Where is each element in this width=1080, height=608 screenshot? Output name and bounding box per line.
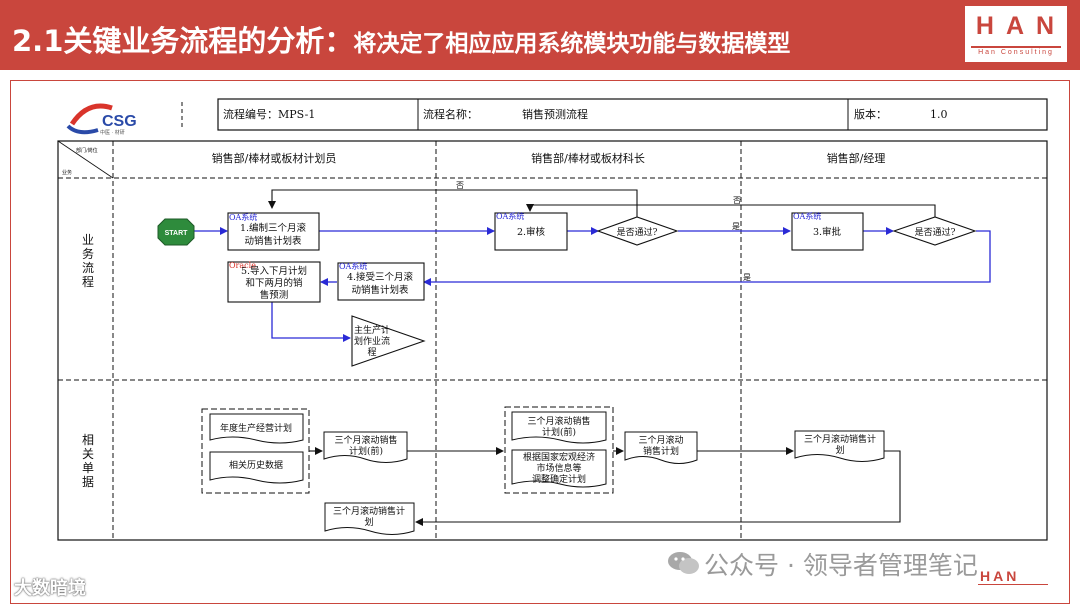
slide-frame bbox=[10, 80, 1070, 604]
lane-header-manager: 销售部/经理 bbox=[827, 151, 886, 165]
process-name-value: 销售预测流程 bbox=[522, 107, 588, 121]
meta-table: 流程编号：MPS-1 流程名称： 销售预测流程 版本： 1.0 bbox=[217, 98, 1048, 131]
corner-label-bottom: 业务 bbox=[62, 169, 72, 176]
title-bar: 2.1关键业务流程的分析：将决定了相应应用系统模块功能与数据模型 HAN Han… bbox=[0, 0, 1080, 70]
wechat-icon bbox=[668, 552, 699, 574]
label-no-1: 否 bbox=[456, 181, 464, 190]
slide-title-main: 2.1关键业务流程的分析： bbox=[12, 24, 354, 58]
label-yes-1: 是 bbox=[732, 222, 740, 231]
reject-connectors bbox=[268, 189, 936, 217]
doc-plan-return-line-2: 划 bbox=[364, 516, 373, 528]
row-header-business-char: 程 bbox=[82, 274, 94, 289]
doc-plan-return-line-1: 三个月滚动销售计 bbox=[333, 505, 405, 517]
step-5-line-3: 售预测 bbox=[260, 289, 289, 301]
version-label: 版本： bbox=[854, 107, 887, 121]
row-header-documents-char: 单 bbox=[82, 461, 94, 475]
step-3-system-tag: OA系统 bbox=[793, 211, 821, 221]
csg-logo-sub: 中医 · 材研 bbox=[100, 129, 125, 136]
decision-2-label: 是否通过? bbox=[915, 226, 956, 238]
row-header-documents-char: 关 bbox=[82, 447, 94, 461]
step-2-system-tag: OA系统 bbox=[496, 211, 524, 221]
row-header-business-char: 流 bbox=[82, 261, 94, 275]
doc-plan-pre-line-1: 三个月滚动销售 bbox=[527, 415, 590, 427]
doc-plan-final-line-2: 划 bbox=[835, 444, 844, 456]
step-5-oracle-tag: Oracle bbox=[229, 261, 256, 270]
start-node: START bbox=[157, 218, 195, 246]
step-1-node: OA系统 1.编制三个月滚 动销售计划表 bbox=[227, 212, 320, 251]
decision-1-label: 是否通过? bbox=[617, 226, 658, 238]
row-header-documents-char: 相 bbox=[82, 433, 94, 447]
row-header-business-char: 务 bbox=[82, 246, 94, 261]
csg-logo-text: CSG bbox=[102, 113, 137, 130]
document-connectors bbox=[309, 447, 901, 526]
step-3-label: 3.审批 bbox=[813, 226, 842, 238]
doc-plan-draft-line-1: 三个月滚动销售 bbox=[334, 434, 397, 446]
off-page-line-3: 程 bbox=[367, 347, 376, 358]
step-1-line-2: 动销售计划表 bbox=[244, 235, 302, 247]
flow-connectors bbox=[194, 227, 991, 342]
swimlane-grid: 部门/岗位 业务 bbox=[57, 140, 1048, 541]
doc-plan-final: 三个月滚动销售计 划 bbox=[794, 430, 885, 462]
csg-logo: CSG 中医 · 材研 bbox=[66, 102, 183, 136]
off-page-connector: 主生产计 划作业流 程 bbox=[351, 315, 426, 367]
step-4-line-2: 动销售计划表 bbox=[351, 284, 409, 296]
watermark-text: 公众号 · 领导者管理笔记 bbox=[704, 551, 978, 580]
doc-plan-return: 三个月滚动销售计 划 bbox=[324, 502, 415, 535]
decision-2-node: 是否通过? bbox=[892, 216, 977, 246]
step-1-line-1: 1.编制三个月滚 bbox=[240, 222, 307, 234]
document-group-2: 三个月滚动销售 计划(前) 根据国家宏观经济 市场信息等 调整确定计划 bbox=[504, 406, 614, 494]
han-logo-text: HAN bbox=[975, 12, 1067, 40]
row-header-documents-char: 据 bbox=[82, 475, 94, 489]
label-no-2: 否 bbox=[733, 196, 741, 205]
doc-adjust-line-1: 根据国家宏观经济 bbox=[523, 451, 595, 463]
watermark-logo: HAN bbox=[980, 568, 1020, 584]
doc-adjust-line-2: 市场信息等 bbox=[536, 462, 581, 474]
corner-label-top: 部门/岗位 bbox=[76, 147, 98, 154]
step-4-node: OA系统 4.接受三个月滚 动销售计划表 bbox=[337, 261, 425, 301]
step-4-system-tag: OA系统 bbox=[339, 261, 367, 271]
doc-adjust-line-3: 调整确定计划 bbox=[532, 473, 586, 485]
step-2-node: OA系统 2.审核 bbox=[494, 211, 568, 251]
doc-plan-mid: 三个月滚动 销售计划 bbox=[624, 431, 698, 464]
process-name-label: 流程名称： bbox=[423, 107, 478, 121]
doc-plan-pre-line-2: 计划(前) bbox=[542, 426, 576, 438]
doc-plan-draft: 三个月滚动销售 计划(前) bbox=[323, 431, 408, 463]
watermark-corner: 大数暗境 bbox=[14, 578, 86, 599]
step-1-system-tag: OA系统 bbox=[229, 212, 257, 222]
slide-title-sub: 将决定了相应应用系统模块功能与数据模型 bbox=[353, 31, 791, 57]
row-header-business: 业务流程 bbox=[82, 233, 94, 289]
doc-annual-plan: 年度生产经营计划 bbox=[220, 422, 292, 434]
doc-plan-mid-line-2: 销售计划 bbox=[643, 445, 679, 457]
han-logo-sub: Han Consulting bbox=[978, 49, 1054, 56]
han-logo-rule bbox=[971, 46, 1061, 48]
lane-header-planner: 销售部/棒材或板材计划员 bbox=[212, 151, 337, 165]
doc-history-data: 相关历史数据 bbox=[229, 459, 283, 471]
slide-title: 2.1关键业务流程的分析：将决定了相应应用系统模块功能与数据模型 bbox=[12, 18, 790, 60]
doc-plan-final-line-1: 三个月滚动销售计 bbox=[804, 433, 876, 445]
decision-1-node: 是否通过? bbox=[596, 216, 679, 246]
process-code: 流程编号：MPS-1 bbox=[223, 107, 315, 121]
step-5-node: Oracle 5.导入下月计划 和下两月的销 售预测 bbox=[227, 261, 321, 303]
off-page-line-1: 主生产计 bbox=[354, 324, 390, 336]
document-group-1: 年度生产经营计划 相关历史数据 bbox=[201, 408, 310, 494]
han-logo: HAN Han Consulting bbox=[965, 6, 1067, 62]
step-3-node: OA系统 3.审批 bbox=[791, 211, 864, 251]
row-header-business-char: 业 bbox=[82, 233, 94, 247]
off-page-line-2: 划作业流 bbox=[354, 335, 390, 347]
step-5-line-2: 和下两月的销 bbox=[245, 277, 303, 289]
doc-plan-draft-line-2: 计划(前) bbox=[349, 445, 383, 457]
doc-plan-mid-line-1: 三个月滚动 bbox=[638, 434, 683, 446]
step-2-label: 2.审核 bbox=[517, 226, 546, 238]
step-5-line-1: 5.导入下月计划 bbox=[241, 265, 307, 277]
version-value: 1.0 bbox=[930, 108, 948, 121]
step-4-line-1: 4.接受三个月滚 bbox=[347, 271, 414, 283]
watermark-logo-rule bbox=[978, 584, 1048, 585]
lane-header-section-chief: 销售部/棒材或板材科长 bbox=[531, 151, 645, 165]
label-yes-2: 是 bbox=[743, 273, 751, 282]
start-label: START bbox=[165, 230, 189, 237]
